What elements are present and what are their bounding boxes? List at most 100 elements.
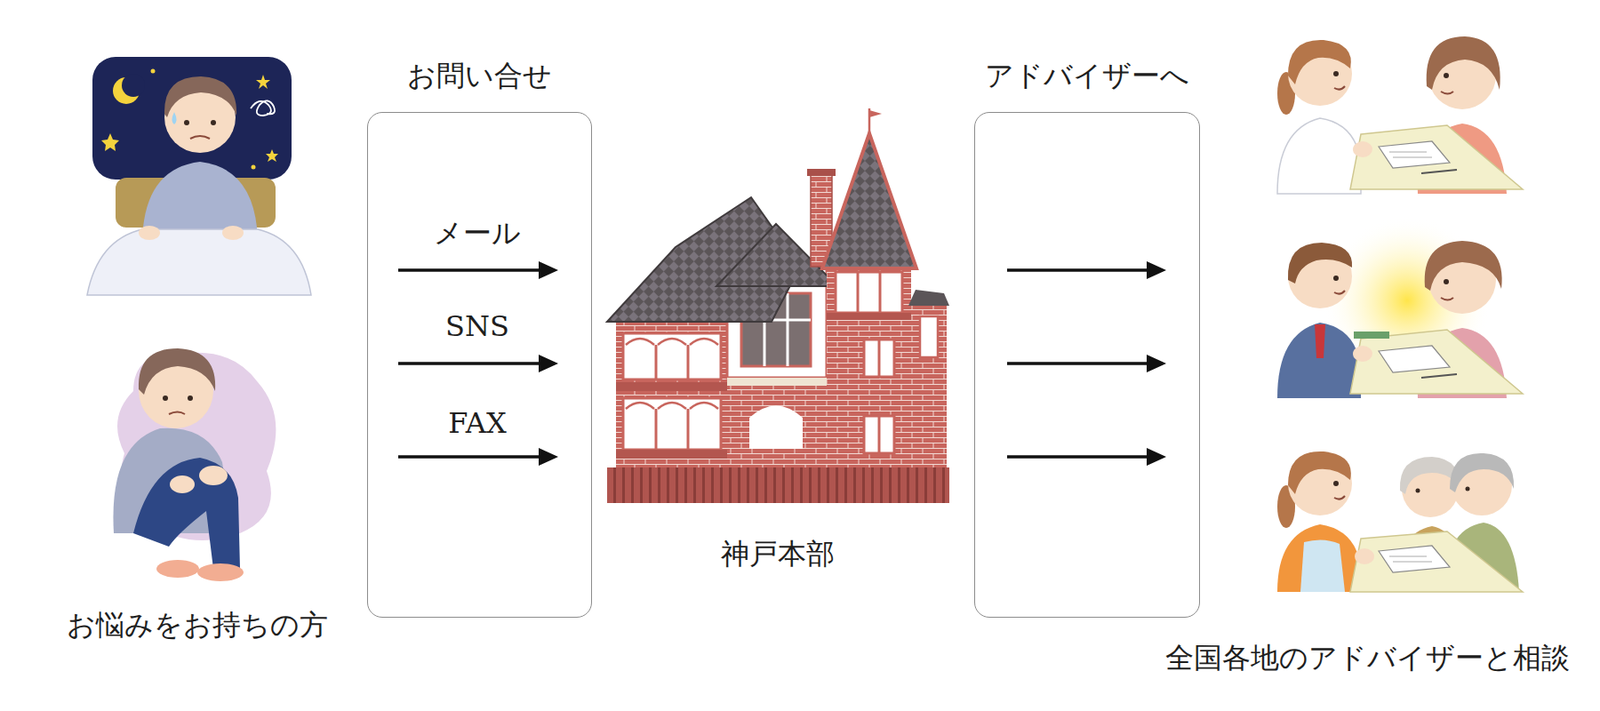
label-holder: SNS <box>445 309 510 344</box>
consultation-scene <box>1421 374 1457 378</box>
headquarters-house <box>878 416 881 454</box>
consultation-scene <box>1333 480 1339 487</box>
consultation-scene <box>1378 345 1450 373</box>
sleepless-person <box>87 56 312 296</box>
advisor-arrows <box>1007 455 1151 459</box>
consultation-scene <box>1334 496 1345 500</box>
consultation-scene <box>1333 71 1339 77</box>
consultation-scene <box>1353 331 1390 339</box>
consultation-scene <box>1288 242 1352 284</box>
consultation-scene <box>1352 141 1373 158</box>
consultation-scene <box>1300 539 1345 592</box>
consultation-scene <box>1426 36 1501 90</box>
channel-label: メール <box>433 216 521 250</box>
troubled-person <box>156 560 200 578</box>
sleepless-person <box>250 100 275 116</box>
consultation-scene <box>1443 279 1449 285</box>
consultation-scene <box>1378 141 1450 168</box>
troubled-person <box>112 348 276 582</box>
headquarters-house <box>856 272 860 313</box>
consultation-scene <box>1424 240 1503 291</box>
consultation-scene <box>1354 548 1375 565</box>
inquiry-arrows <box>398 261 559 466</box>
label-holder: メール <box>433 216 521 250</box>
headquarters-house <box>869 110 882 118</box>
consultation-scene <box>1440 91 1454 95</box>
troubled-person <box>169 475 195 494</box>
headquarters-house <box>727 377 827 386</box>
sleepless-person <box>164 76 237 118</box>
consultation-scene <box>1350 329 1523 394</box>
troubled-person <box>199 465 228 486</box>
label-holder: お悩みをお持ちの方 <box>66 608 328 642</box>
headquarters-house <box>607 108 950 504</box>
consultation-scene <box>1334 290 1345 295</box>
headquarters-house <box>786 293 790 367</box>
headquarters-house <box>749 406 803 450</box>
sleepless-person <box>87 229 312 296</box>
consultation-scene <box>1465 487 1471 492</box>
consultation-scene <box>1288 451 1352 516</box>
headquarters-house <box>822 133 917 269</box>
consultation-scene <box>1449 453 1514 493</box>
inquiry-arrows <box>538 261 559 280</box>
headquarters-house <box>878 339 881 377</box>
consultation-scene <box>1421 169 1457 174</box>
troubled-person <box>138 348 216 395</box>
headquarters-house <box>911 304 947 468</box>
sleepless-person <box>190 136 210 139</box>
headquarters-house <box>623 398 721 450</box>
headquarters-house <box>864 339 895 377</box>
troubled-person <box>197 563 244 582</box>
headquarters-house <box>607 467 950 504</box>
consultation-scene <box>1277 451 1523 592</box>
headquarters-house <box>879 272 882 313</box>
consultation-scene <box>1333 275 1339 281</box>
headquarters-house <box>908 289 950 306</box>
troubled-person <box>168 412 185 416</box>
headquarters-house <box>625 402 719 409</box>
sleepless-person <box>121 73 145 97</box>
troubled-person <box>162 395 168 401</box>
box-heading: アドバイザーへ <box>975 58 1200 93</box>
troubled-person <box>133 457 240 569</box>
consultation-scene <box>1352 345 1373 362</box>
headquarters-house <box>920 316 938 358</box>
advisor-arrows <box>1146 448 1167 466</box>
sleepless-person <box>184 120 190 126</box>
headquarters-house <box>687 344 690 380</box>
inquiry-arrows <box>398 455 543 459</box>
group-caption: お悩みをお持ちの方 <box>66 608 328 642</box>
headquarters-house <box>687 408 690 450</box>
consultation-scene <box>1288 451 1352 495</box>
headquarters-house <box>616 449 729 459</box>
headquarters-house <box>655 408 658 450</box>
sleepless-person <box>138 225 160 240</box>
sleepless-person <box>210 120 216 126</box>
consultation-scene <box>1334 86 1345 90</box>
headquarters-house <box>807 168 836 176</box>
headquarters-house <box>826 266 912 468</box>
channel-label: FAX <box>448 406 506 440</box>
headquarters-house <box>616 382 729 392</box>
building-caption: 神戸本部 <box>720 536 835 571</box>
inquiry-arrows <box>398 361 543 366</box>
sleepless-person <box>101 133 120 152</box>
sleepless-person <box>222 225 244 240</box>
headquarters-house <box>864 416 895 454</box>
consultation-scene <box>1277 118 1361 194</box>
headquarters-house <box>625 338 719 345</box>
advisor-arrows <box>1007 261 1167 466</box>
advisor-arrows <box>1146 261 1167 280</box>
group-caption: 全国各地のアドバイザーと相談 <box>1165 640 1570 675</box>
sleepless-person <box>265 149 279 162</box>
headquarters-house <box>835 272 903 313</box>
consultation-scene <box>1416 488 1421 494</box>
consultation-scene <box>1440 297 1454 301</box>
consultation-scene <box>1389 152 1432 158</box>
sleepless-person <box>92 56 292 180</box>
consultation-scene <box>1314 324 1326 359</box>
inquiry-arrows <box>398 268 543 272</box>
